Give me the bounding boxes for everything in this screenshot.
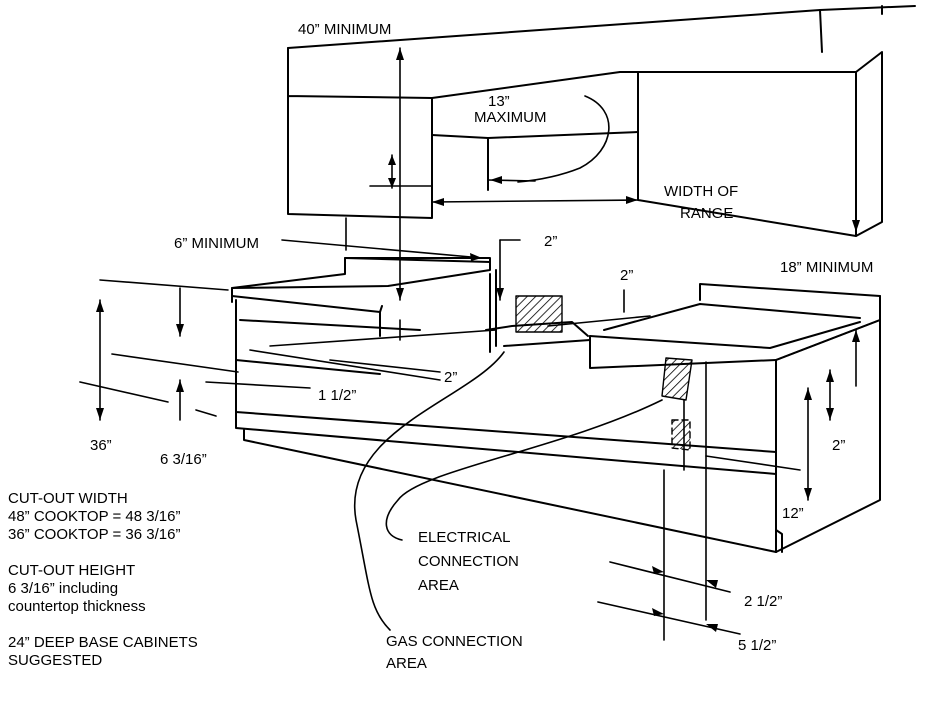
upper-cabinets — [287, 5, 916, 237]
arrowheads — [96, 48, 860, 632]
label-2-inch-top: 2” — [544, 233, 558, 250]
label-12-inch: 12” — [782, 505, 804, 522]
electrical-hatch-bottom — [671, 419, 691, 451]
label-connection: CONNECTION — [418, 553, 519, 570]
dimension-lines — [79, 47, 857, 641]
label-6-minimum: 6” MINIMUM — [174, 235, 259, 252]
cutout-height-line1: 6 3/16” including — [8, 580, 119, 597]
label-1-1-2: 1 1/2” — [318, 387, 357, 404]
label-width-of: WIDTH OF — [664, 183, 739, 200]
label-6-3-16: 6 3/16” — [160, 451, 207, 468]
label-gas-area: AREA — [386, 655, 427, 672]
cabinets-line1: 24” DEEP BASE CABINETS — [8, 634, 198, 651]
label-maximum: MAXIMUM — [474, 109, 547, 126]
label-13-inch: 13” — [488, 93, 510, 110]
cutout-width-36: 36” COOKTOP = 36 3/16” — [8, 526, 181, 543]
label-5-1-2: 5 1/2” — [738, 637, 777, 654]
cabinets-note: 24” DEEP BASE CABINETS SUGGESTED — [8, 634, 308, 670]
label-electrical: ELECTRICAL — [418, 529, 511, 546]
cabinets-line2: SUGGESTED — [8, 652, 103, 669]
label-36-inch: 36” — [90, 437, 112, 454]
cutout-height-line2: countertop thickness — [8, 598, 146, 615]
cutout-width-note: CUT-OUT WIDTH 48” COOKTOP = 48 3/16” 36”… — [8, 490, 308, 544]
cutout-width-48: 48” COOKTOP = 48 3/16” — [8, 508, 181, 525]
label-2-inch-cooktop: 2” — [620, 267, 634, 284]
cutout-height-note: CUT-OUT HEIGHT 6 3/16” including counter… — [8, 562, 308, 616]
installation-notes: CUT-OUT WIDTH 48” COOKTOP = 48 3/16” 36”… — [8, 490, 308, 688]
label-2-inch-right: 2” — [832, 437, 846, 454]
label-range: RANGE — [680, 205, 734, 222]
electrical-hatch-top — [661, 357, 693, 401]
label-elec-area: AREA — [418, 577, 459, 594]
base-cabinets — [231, 257, 881, 553]
gas-cutout-hatch — [515, 295, 563, 333]
label-18-minimum: 18” MINIMUM — [780, 259, 874, 276]
cutout-width-title: CUT-OUT WIDTH — [8, 490, 128, 507]
label-2-1-2: 2 1/2” — [744, 593, 783, 610]
label-2-inch-counter: 2” — [444, 369, 458, 386]
cutout-height-title: CUT-OUT HEIGHT — [8, 562, 136, 579]
label-gas-connection: GAS CONNECTION — [386, 633, 523, 650]
label-40-minimum: 40” MINIMUM — [298, 21, 392, 38]
